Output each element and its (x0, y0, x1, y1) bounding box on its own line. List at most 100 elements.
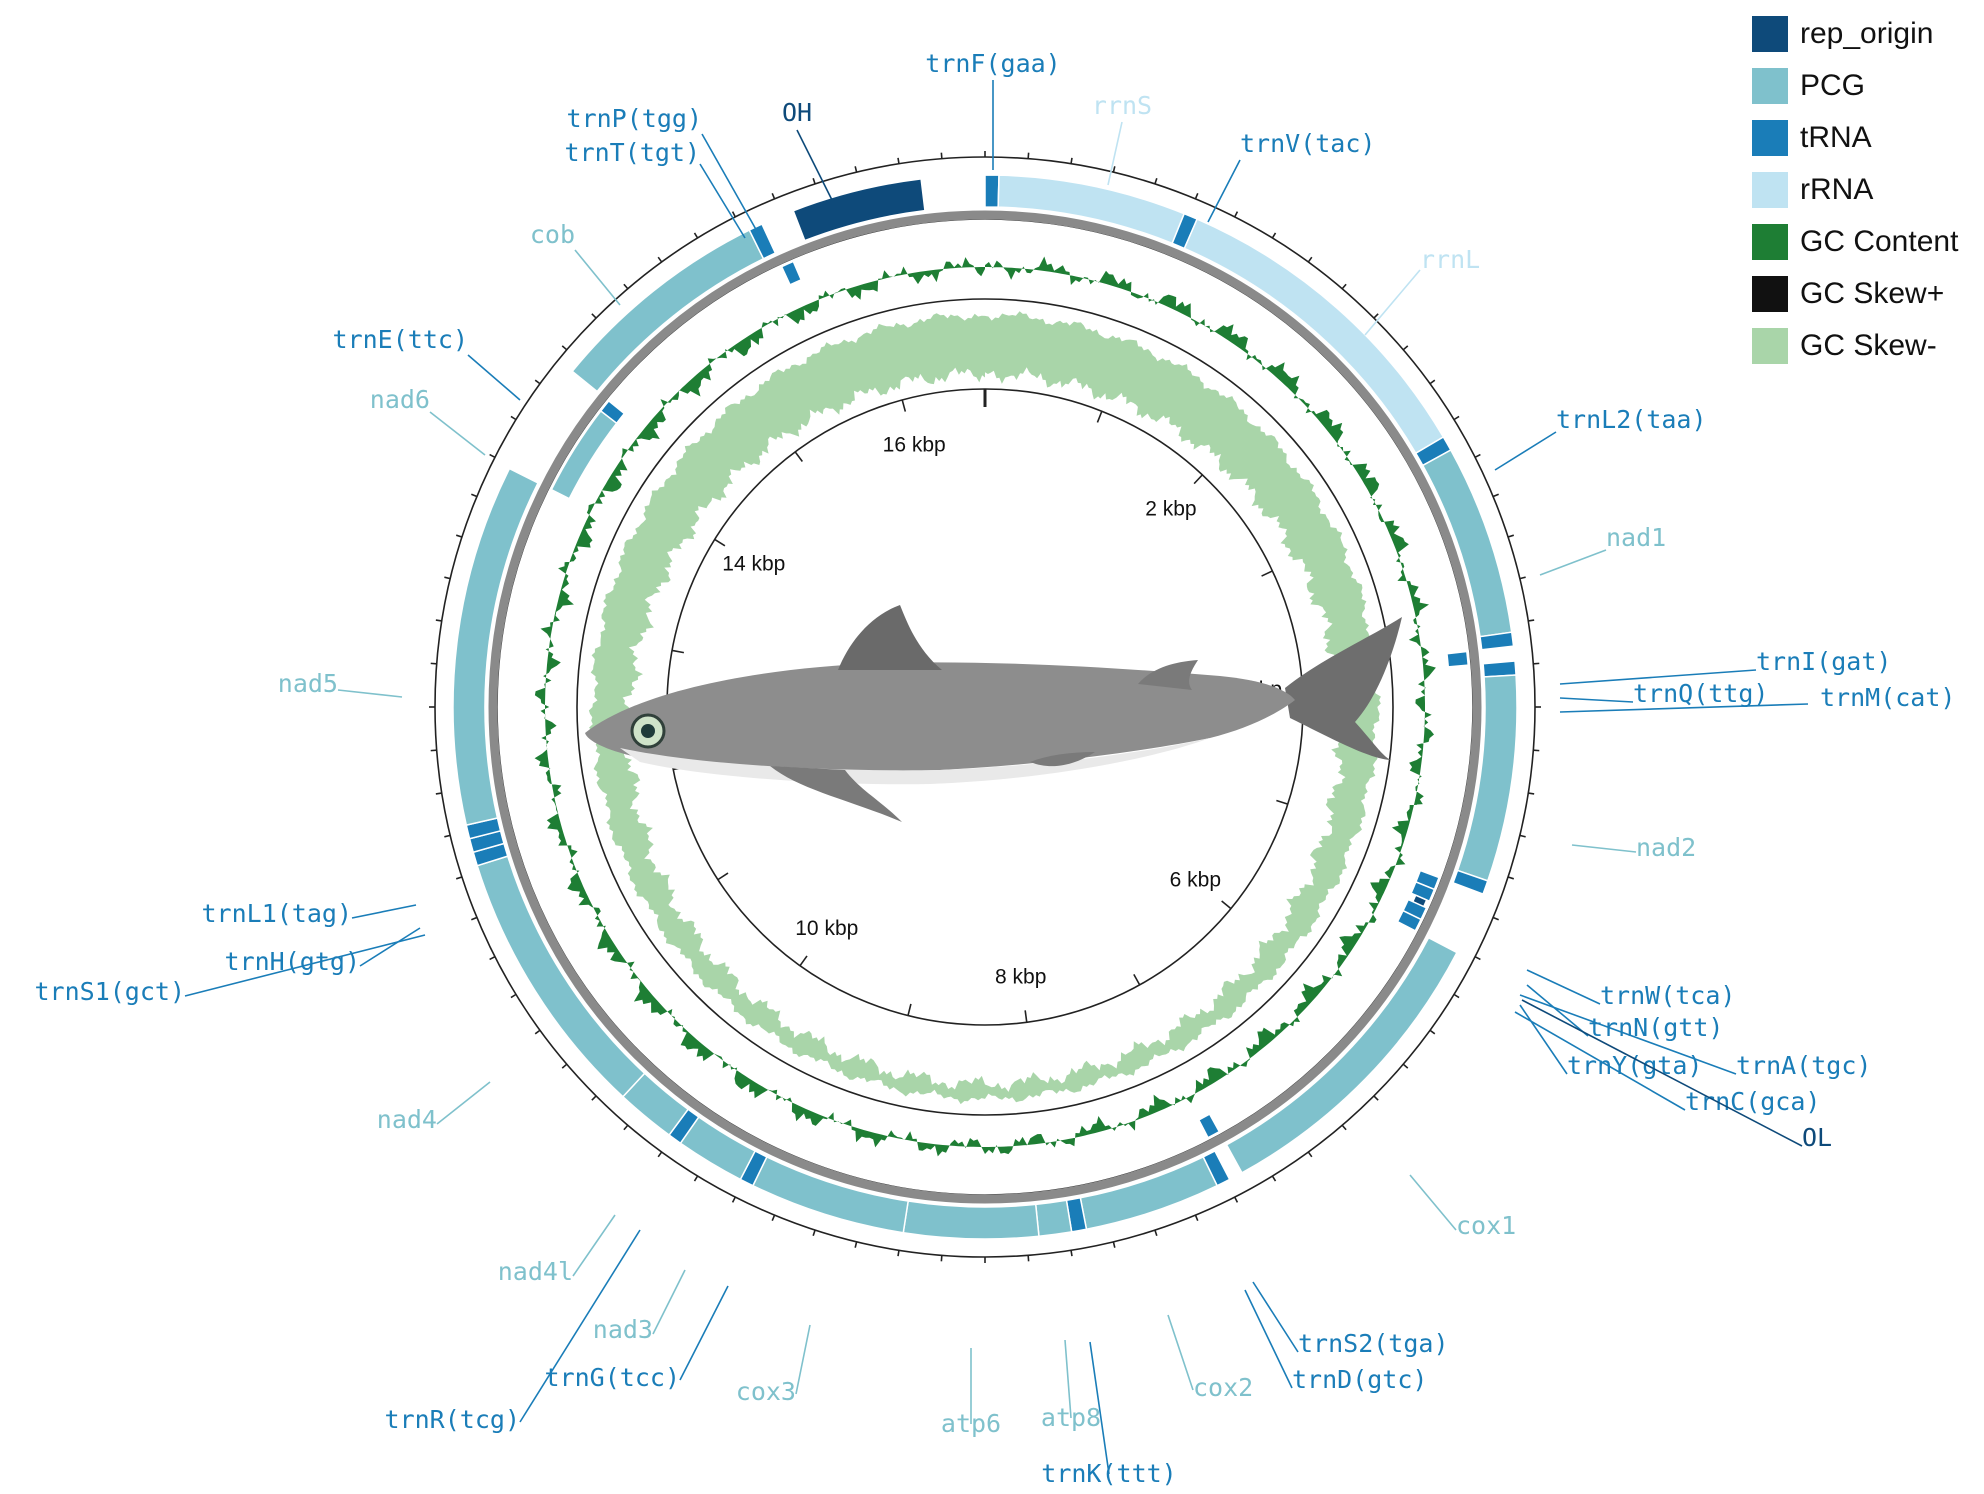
outer-tick (693, 232, 699, 239)
feature-nad2 (1456, 674, 1518, 882)
label-trnq-ttg-leader (1559, 697, 1634, 703)
label-nad3-leader (652, 1269, 686, 1335)
label-trnd-gtc-leader (1244, 1289, 1293, 1389)
label-trns1-gct: trnS1(gct) (34, 977, 185, 1006)
scale-tick (1261, 570, 1273, 577)
scale-label: 2 kbp (1145, 497, 1196, 520)
label-trnk-ttt: trnK(ttt) (1041, 1459, 1176, 1488)
outer-tick (1519, 576, 1526, 580)
outer-tick (657, 1151, 663, 1158)
outer-tick (444, 576, 451, 580)
scale-label: 10 kbp (795, 917, 858, 940)
legend-item: GC Content (1752, 216, 1958, 268)
label-trnn-gtt-leader (1526, 984, 1589, 1037)
feature-trnn-gtt (1410, 880, 1436, 903)
outer-tick (854, 1241, 858, 1248)
outer-tick (731, 1196, 737, 1203)
feature-labels: trnF(gaa)rrnStrnV(tac)rrnLtrnL2(taa)nad1… (34, 49, 1955, 1488)
label-trnl2-taa-leader (1494, 431, 1557, 471)
outer-tick (1154, 1229, 1158, 1237)
shark-pelvic-fin (1030, 752, 1095, 767)
scale-label: 16 kbp (883, 433, 946, 456)
outer-tick (1112, 166, 1116, 173)
label-trnh-gtg-leader (359, 927, 421, 967)
outer-tick (455, 876, 463, 880)
outer-tick (591, 1095, 597, 1101)
outer-tick (854, 166, 858, 173)
label-oh-leader (796, 129, 833, 201)
outer-tick (534, 1029, 541, 1035)
backbone-ring (488, 210, 1482, 1204)
legend-item: GC Skew+ (1752, 268, 1958, 320)
legend-label: GC Skew+ (1800, 277, 1945, 310)
feature-trnq-ttg (1446, 650, 1470, 668)
scale-label: 6 kbp (1170, 868, 1221, 891)
feature-cox1 (1225, 936, 1458, 1174)
outer-tick (1474, 453, 1481, 459)
outer-tick (1402, 1063, 1409, 1069)
feature-rrns (997, 174, 1186, 245)
outer-tick (1194, 1214, 1199, 1221)
scale-tick (799, 955, 808, 967)
outer-tick (623, 283, 629, 290)
outer-tick (693, 1175, 699, 1182)
legend-label: GC Content (1800, 225, 1959, 258)
legend-item: rRNA (1752, 164, 1958, 216)
label-trnl1-tag-leader (351, 904, 417, 919)
feature-atp6 (902, 1200, 1040, 1240)
scale-tick (717, 872, 729, 881)
legend-item: PCG (1752, 60, 1958, 112)
outer-tick (561, 1063, 568, 1069)
scale-label: 14 kbp (722, 553, 785, 576)
feature-oh (792, 178, 926, 242)
outer-tick (1341, 283, 1347, 290)
gc-outer-ring (576, 298, 1394, 1116)
label-trnl2-taa: trnL2(taa) (1556, 405, 1707, 434)
outer-tick (731, 211, 737, 218)
outer-tick (1271, 1175, 1277, 1182)
label-trni-gat: trnI(gat) (1756, 647, 1891, 676)
legend-item: GC Skew- (1752, 320, 1958, 372)
feature-trns2-tga (1197, 1113, 1221, 1139)
label-trnd-gtc: trnD(gtc) (1292, 1365, 1427, 1394)
label-atp8: atp8 (1041, 1403, 1101, 1432)
label-trnq-ttg: trnQ(ttg) (1633, 679, 1768, 708)
feature-atp8 (1034, 1199, 1073, 1238)
legend-item: rep_origin (1752, 8, 1958, 60)
outer-tick (510, 415, 517, 421)
outer-tick (1453, 415, 1460, 421)
outer-tick (1307, 1151, 1313, 1158)
scale-tick (1024, 1010, 1028, 1023)
feature-trni-gat (1479, 631, 1515, 651)
shark-second-dorsal-fin (1138, 660, 1198, 690)
scale-tick (1221, 900, 1232, 910)
label-trnl1-tag: trnL1(tag) (201, 899, 352, 928)
outer-tick (444, 834, 451, 838)
outer-tick (897, 1250, 900, 1257)
label-rrnl-leader (1364, 269, 1421, 336)
outer-tick (1429, 1029, 1436, 1035)
shark-pupil (641, 724, 655, 738)
outer-tick (1112, 1241, 1116, 1248)
label-trnv-tac-leader (1207, 159, 1241, 223)
label-cox3-leader (795, 1324, 811, 1395)
label-nad1-leader (1539, 549, 1607, 576)
label-trnm-cat: trnM(cat) (1820, 683, 1955, 712)
outer-tick (771, 1214, 776, 1221)
label-nad6: nad6 (370, 385, 430, 414)
feature-nad5 (452, 467, 540, 826)
outer-tick (1474, 955, 1481, 961)
label-nad6-leader (429, 411, 486, 456)
outer-tick (1070, 1250, 1073, 1257)
outer-tick (489, 955, 496, 961)
outer-tick (1341, 1124, 1347, 1131)
scale-tick (671, 649, 685, 654)
outer-tick (534, 379, 541, 385)
legend-label: rep_origin (1800, 17, 1934, 50)
label-nad4: nad4 (377, 1105, 437, 1134)
label-trnv-tac: trnV(tac) (1240, 129, 1375, 158)
label-cox1: cox1 (1456, 1211, 1516, 1240)
label-trni-gat-leader (1559, 669, 1757, 685)
scale-label: 8 kbp (995, 966, 1046, 989)
